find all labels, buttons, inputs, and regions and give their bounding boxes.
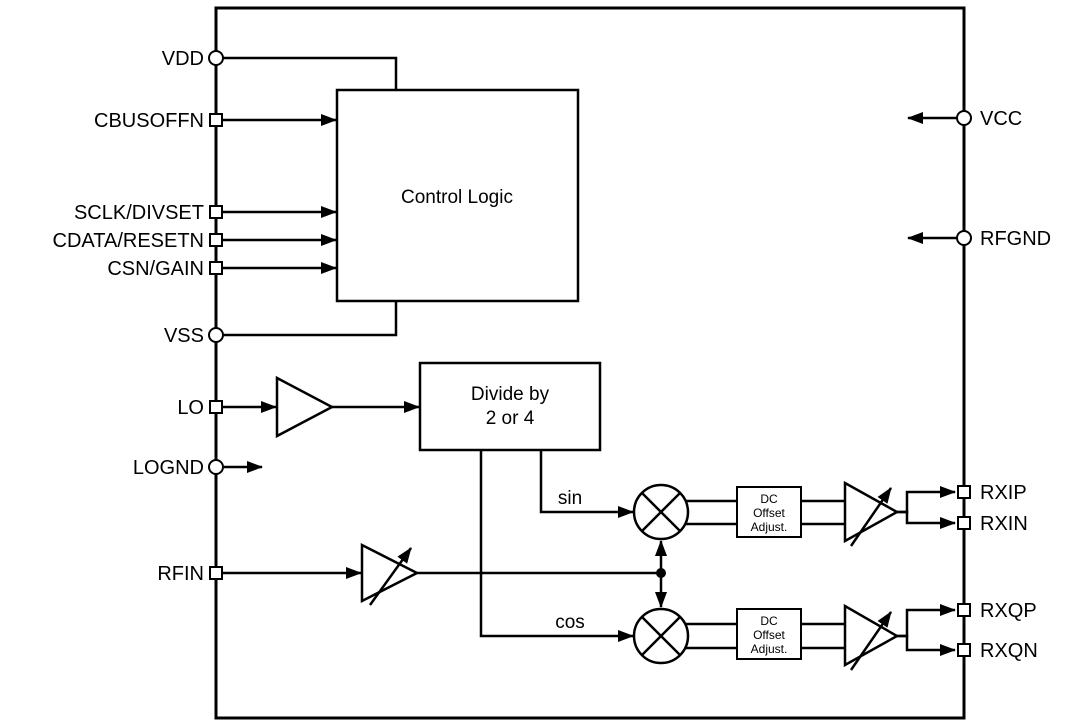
dc-offset-i-line2: Offset [753, 506, 785, 520]
pin-rxqn [957, 643, 971, 657]
pin-label-rxip: RXIP [980, 482, 1027, 504]
wire-sin [539, 450, 634, 518]
pin-csn-gain [209, 261, 223, 275]
pin-rxin [957, 516, 971, 530]
sin-label: sin [558, 488, 582, 509]
q-vga-gain-arrow-icon [849, 611, 893, 671]
pin-label-rxin: RXIN [980, 513, 1028, 535]
pin-lo [209, 400, 223, 414]
rfin-vga [360, 542, 420, 604]
pin-label-vcc: VCC [980, 108, 1022, 130]
wire-rxqn-out [897, 634, 956, 656]
divider-label-line1: Divide by [471, 384, 550, 405]
pin-label-rfgnd: RFGND [980, 228, 1051, 250]
pin-rxip [957, 485, 971, 499]
control-logic-block [335, 88, 580, 303]
dc-offset-q-block [736, 608, 802, 660]
dc-offset-i-line3: Adjust. [751, 520, 788, 534]
pin-label-vss: VSS [164, 325, 204, 347]
divider-label-line2: 2 or 4 [486, 408, 535, 429]
i-output-vga [843, 480, 900, 544]
pin-rxqp [957, 603, 971, 617]
rfin-vga-gain-arrow-icon [368, 547, 413, 606]
mixer-q-x2 [641, 616, 681, 656]
pin-sclk-divset [209, 205, 223, 219]
control-logic-label: Control Logic [401, 187, 513, 208]
pin-label-cbusoffn: CBUSOFFN [94, 110, 204, 132]
pin-label-vdd: VDD [162, 48, 204, 70]
pin-vcc [956, 110, 972, 126]
i-vga-gain-arrow-icon [849, 487, 893, 547]
pin-label-lo: LO [177, 397, 204, 419]
dc-offset-i-line1: DC [760, 492, 778, 506]
divider-block [418, 361, 602, 452]
pin-vss [208, 327, 224, 343]
wire-rxin-out [897, 510, 956, 529]
dc-offset-q-line2: Offset [753, 628, 785, 642]
dc-offset-i-block [736, 486, 802, 538]
pin-lognd [208, 459, 224, 475]
pin-label-rxqn: RXQN [980, 640, 1038, 662]
pin-label-lognd: LOGND [133, 457, 204, 479]
pin-label-cdata-resetn: CDATA/RESETN [53, 230, 205, 252]
pin-cbusoffn [209, 113, 223, 127]
wire-cos [479, 450, 634, 642]
pin-label-csn-gain: CSN/GAIN [107, 258, 204, 280]
pin-cdata-resetn [209, 233, 223, 247]
dc-offset-q-line1: DC [760, 614, 778, 628]
wire-vss [223, 301, 398, 337]
q-output-vga [843, 603, 900, 668]
wire-vdd [223, 56, 398, 90]
pin-rfin [209, 566, 223, 580]
mixer-i-x2 [641, 492, 681, 532]
cos-label: cos [555, 612, 585, 633]
pin-rfgnd [956, 230, 972, 246]
pin-label-sclk-divset: SCLK/DIVSET [74, 202, 204, 224]
pin-label-rfin: RFIN [157, 563, 204, 585]
lo-buffer-amp [275, 375, 335, 439]
pin-vdd [208, 50, 224, 66]
pin-label-rxqp: RXQP [980, 600, 1037, 622]
dc-offset-q-line3: Adjust. [751, 642, 788, 656]
